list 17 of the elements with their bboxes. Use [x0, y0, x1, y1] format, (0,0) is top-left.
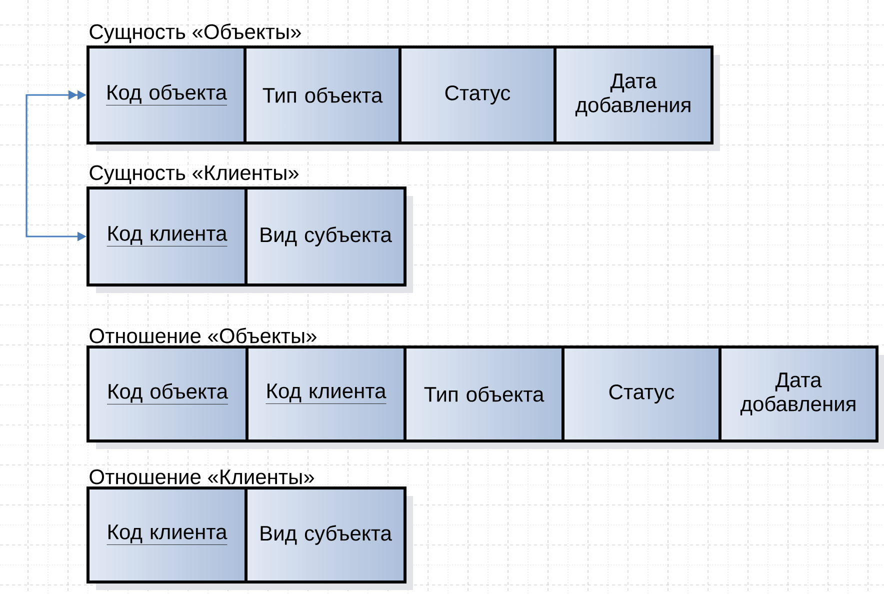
- table-cell: Вид субъекта: [244, 486, 406, 584]
- table-cell: Статус: [398, 46, 556, 144]
- table-cell: Дата добавления: [554, 46, 714, 144]
- table-cell: Вид субъекта: [244, 186, 406, 286]
- node-label: Отношение «Объекты»: [90, 328, 316, 344]
- table-cell: Код объекта: [86, 46, 246, 144]
- table-cell: Тип объекта: [244, 46, 402, 144]
- table-cell: Код объекта: [86, 346, 248, 442]
- node-label: Сущность «Объекты»: [90, 24, 301, 44]
- table-cell: Код клиента: [246, 346, 406, 442]
- table-cell: Код клиента: [86, 186, 248, 286]
- node-label: Сущность «Клиенты»: [90, 165, 298, 184]
- table-cell: Дата добавления: [718, 346, 878, 442]
- node-label: Отношение «Клиенты»: [90, 469, 314, 484]
- table-cell: Статус: [562, 346, 722, 442]
- table-cell: Тип объекта: [404, 346, 564, 442]
- table-cell: Код клиента: [86, 486, 248, 584]
